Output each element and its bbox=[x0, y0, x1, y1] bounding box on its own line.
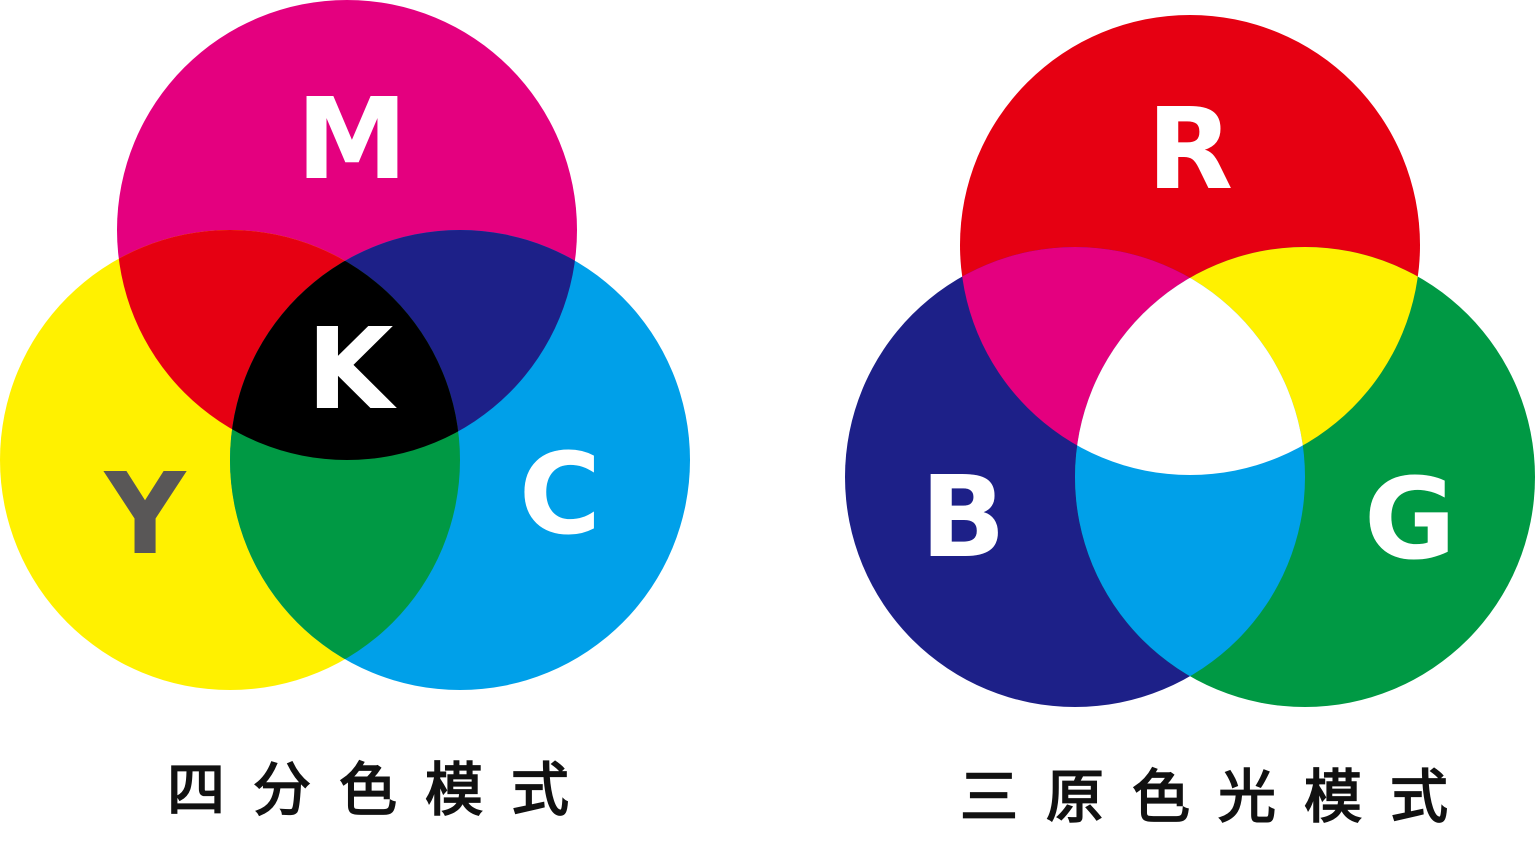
cmyk-caption: 四分色模式 bbox=[167, 756, 597, 824]
black-overlap bbox=[230, 230, 460, 460]
rgb-caption: 三原色光模式 bbox=[960, 763, 1476, 831]
white-overlap bbox=[1075, 247, 1305, 475]
label-m: M bbox=[296, 75, 407, 205]
label-b: B bbox=[920, 453, 1005, 583]
cmyk-diagram: M K Y C 四分色模式 bbox=[0, 0, 690, 824]
label-r: R bbox=[1147, 85, 1233, 215]
label-y: Y bbox=[102, 450, 187, 580]
label-c: C bbox=[519, 430, 601, 560]
label-k: K bbox=[307, 305, 398, 435]
label-g: G bbox=[1364, 455, 1456, 585]
rgb-diagram: R B G 三原色光模式 bbox=[845, 15, 1535, 831]
